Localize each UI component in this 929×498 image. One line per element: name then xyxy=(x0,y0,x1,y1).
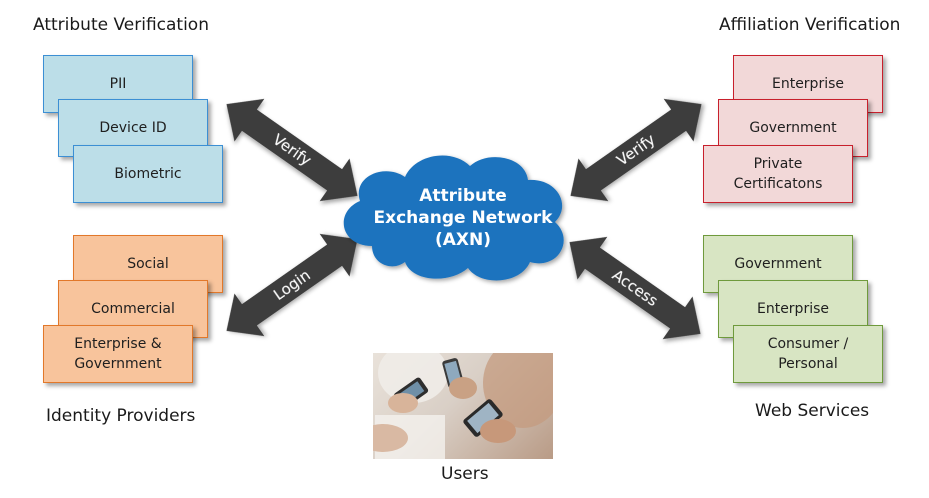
phone-right xyxy=(463,399,503,437)
arrow-verify-right: Verify xyxy=(570,98,702,202)
card-label: Government xyxy=(734,256,822,272)
affiliation-verification-title: Affiliation Verification xyxy=(719,15,901,35)
users-title: Users xyxy=(441,464,489,484)
axn-cloud: Attribute Exchange Network (AXN) xyxy=(343,155,564,281)
card-label: Enterprise & Government xyxy=(74,336,162,372)
card-label: Enterprise xyxy=(756,301,830,317)
cloud-label-line-3: (AXN) xyxy=(435,230,491,250)
card-label: Private Certificatons xyxy=(733,156,823,192)
card-label: Social xyxy=(127,256,169,272)
card-label: PII xyxy=(109,76,127,92)
arrow-verify-left: Verify xyxy=(226,98,358,202)
web-card-consumer-personal: Consumer / Personal xyxy=(733,325,883,383)
affiliation-card-private-certificatons: Private Certificatons xyxy=(703,145,853,203)
card-label: Government xyxy=(749,120,837,136)
card-label: Biometric xyxy=(114,166,182,182)
cloud-label-line-1: Attribute xyxy=(419,186,507,206)
card-label: Consumer / Personal xyxy=(767,336,849,372)
identity-card-enterprise-government: Enterprise & Government xyxy=(43,325,193,383)
arrow-login: Login xyxy=(226,233,358,337)
attribute-card-biometric: Biometric xyxy=(73,145,223,203)
users-photo xyxy=(373,353,553,459)
cloud-label-line-2: Exchange Network xyxy=(374,208,554,228)
card-label: Commercial xyxy=(91,301,175,317)
identity-providers-title: Identity Providers xyxy=(46,406,196,426)
card-label: Device ID xyxy=(99,120,167,136)
web-services-title: Web Services xyxy=(755,401,870,421)
attribute-verification-title: Attribute Verification xyxy=(33,15,209,35)
arrow-access: Access xyxy=(569,236,701,340)
users-photo-illustration xyxy=(373,353,553,459)
card-label: Enterprise xyxy=(771,76,845,92)
